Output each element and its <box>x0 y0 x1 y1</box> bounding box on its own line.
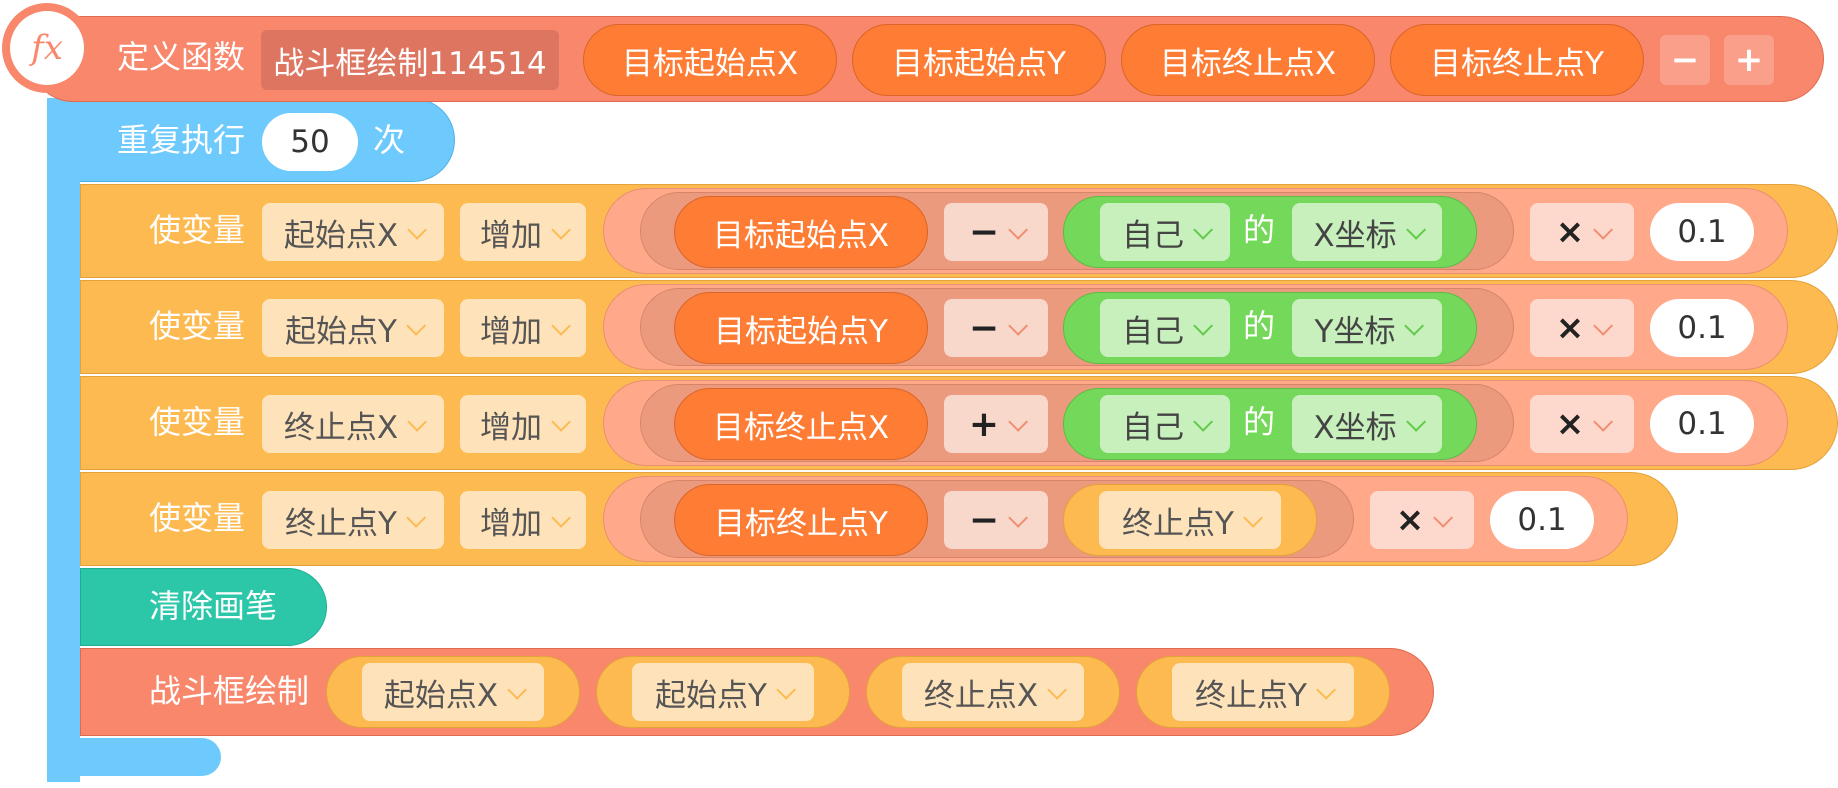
chevron-down-icon <box>406 315 426 336</box>
chevron-down-icon <box>1405 411 1426 432</box>
chevron-down-icon <box>551 507 572 528</box>
function-fx-icon: fx <box>2 3 92 93</box>
chevron-down-icon <box>1593 315 1614 336</box>
chevron-down-icon <box>1433 507 1454 528</box>
chevron-down-icon <box>1008 315 1029 336</box>
chevron-down-icon <box>551 411 572 432</box>
param-reporter[interactable]: 目标起始点Y <box>852 24 1106 96</box>
factor-input[interactable]: 0.1 <box>1650 299 1754 357</box>
change-variable-label: 使变量 <box>149 403 246 441</box>
factor-input[interactable]: 0.1 <box>1650 395 1754 453</box>
repeat-label: 重复执行 <box>117 121 246 159</box>
chevron-down-icon <box>1316 679 1336 700</box>
param-reporter[interactable]: 目标起始点Y <box>674 292 928 364</box>
param-reporter[interactable]: 目标终止点X <box>1121 24 1375 96</box>
function-name-field[interactable]: 战斗框绘制114514 <box>261 30 559 90</box>
argument-variable-dropdown[interactable]: 起始点Y <box>632 663 814 721</box>
chevron-down-icon <box>1047 679 1068 700</box>
chevron-down-icon <box>551 315 572 336</box>
multiply-dropdown[interactable]: × <box>1370 491 1474 549</box>
chevron-down-icon <box>1193 315 1214 336</box>
repeat-block[interactable] <box>47 98 455 182</box>
variable-dropdown[interactable]: 起始点Y <box>262 299 444 357</box>
operator-dropdown[interactable]: − <box>944 203 1048 261</box>
param-reporter[interactable]: 目标终止点X <box>674 388 928 460</box>
chevron-down-icon <box>1008 411 1029 432</box>
multiply-dropdown[interactable]: × <box>1530 395 1634 453</box>
chevron-down-icon <box>1193 411 1214 432</box>
define-label: 定义函数 <box>117 38 246 76</box>
variable-dropdown[interactable]: 终止点Y <box>262 491 444 549</box>
variable-dropdown[interactable]: 终止点X <box>262 395 444 453</box>
clear-pen-block[interactable] <box>80 568 327 646</box>
chevron-down-icon <box>406 507 426 528</box>
multiply-dropdown[interactable]: × <box>1530 203 1634 261</box>
property-dropdown[interactable]: X坐标 <box>1292 203 1442 261</box>
chevron-down-icon <box>1405 219 1426 240</box>
param-reporter[interactable]: 目标起始点X <box>674 196 928 268</box>
repeat-block-bottom <box>47 738 221 776</box>
of-label: 的 <box>1243 307 1276 345</box>
operation-dropdown[interactable]: 增加 <box>460 203 586 261</box>
factor-input[interactable]: 0.1 <box>1650 203 1754 261</box>
remove-param-button[interactable]: − <box>1660 35 1710 85</box>
argument-variable-dropdown[interactable]: 终止点X <box>902 663 1084 721</box>
param-reporter[interactable]: 目标终止点Y <box>674 484 928 556</box>
chevron-down-icon <box>407 411 428 432</box>
property-dropdown[interactable]: X坐标 <box>1292 395 1442 453</box>
sprite-dropdown[interactable]: 自己 <box>1100 395 1230 453</box>
variable-dropdown[interactable]: 起始点X <box>262 203 444 261</box>
change-variable-label: 使变量 <box>149 499 246 537</box>
repeat-unit: 次 <box>373 121 406 159</box>
argument-variable-dropdown[interactable]: 终止点Y <box>1172 663 1354 721</box>
operation-dropdown[interactable]: 增加 <box>460 299 586 357</box>
operation-dropdown[interactable]: 增加 <box>460 395 586 453</box>
of-label: 的 <box>1243 211 1276 249</box>
chevron-down-icon <box>1593 411 1614 432</box>
chevron-down-icon <box>1193 219 1214 240</box>
chevron-down-icon <box>1008 507 1029 528</box>
chevron-down-icon <box>1243 507 1263 528</box>
clear-pen-label: 清除画笔 <box>149 587 278 625</box>
param-reporter[interactable]: 目标起始点X <box>583 24 837 96</box>
property-dropdown[interactable]: Y坐标 <box>1292 299 1442 357</box>
change-variable-label: 使变量 <box>149 211 246 249</box>
factor-input[interactable]: 0.1 <box>1490 491 1594 549</box>
param-reporter[interactable]: 目标终止点Y <box>1390 24 1644 96</box>
operation-dropdown[interactable]: 增加 <box>460 491 586 549</box>
chevron-down-icon <box>1404 315 1425 336</box>
repeat-block-arm <box>47 98 80 782</box>
change-variable-label: 使变量 <box>149 307 246 345</box>
repeat-count-input[interactable]: 50 <box>262 113 358 171</box>
sprite-dropdown[interactable]: 自己 <box>1100 203 1230 261</box>
operator-dropdown[interactable]: − <box>944 299 1048 357</box>
chevron-down-icon <box>507 679 528 700</box>
argument-variable-dropdown[interactable]: 起始点X <box>362 663 544 721</box>
chevron-down-icon <box>1593 219 1614 240</box>
chevron-down-icon <box>551 219 572 240</box>
chevron-down-icon <box>1008 219 1029 240</box>
chevron-down-icon <box>776 679 796 700</box>
operator-dropdown[interactable]: − <box>944 491 1048 549</box>
of-label: 的 <box>1243 403 1276 441</box>
chevron-down-icon <box>407 219 428 240</box>
call-function-label: 战斗框绘制 <box>149 672 310 710</box>
operator-dropdown[interactable]: + <box>944 395 1048 453</box>
variable-reporter-dropdown[interactable]: 终止点Y <box>1099 491 1281 549</box>
add-param-button[interactable]: + <box>1724 35 1774 85</box>
sprite-dropdown[interactable]: 自己 <box>1100 299 1230 357</box>
multiply-dropdown[interactable]: × <box>1530 299 1634 357</box>
